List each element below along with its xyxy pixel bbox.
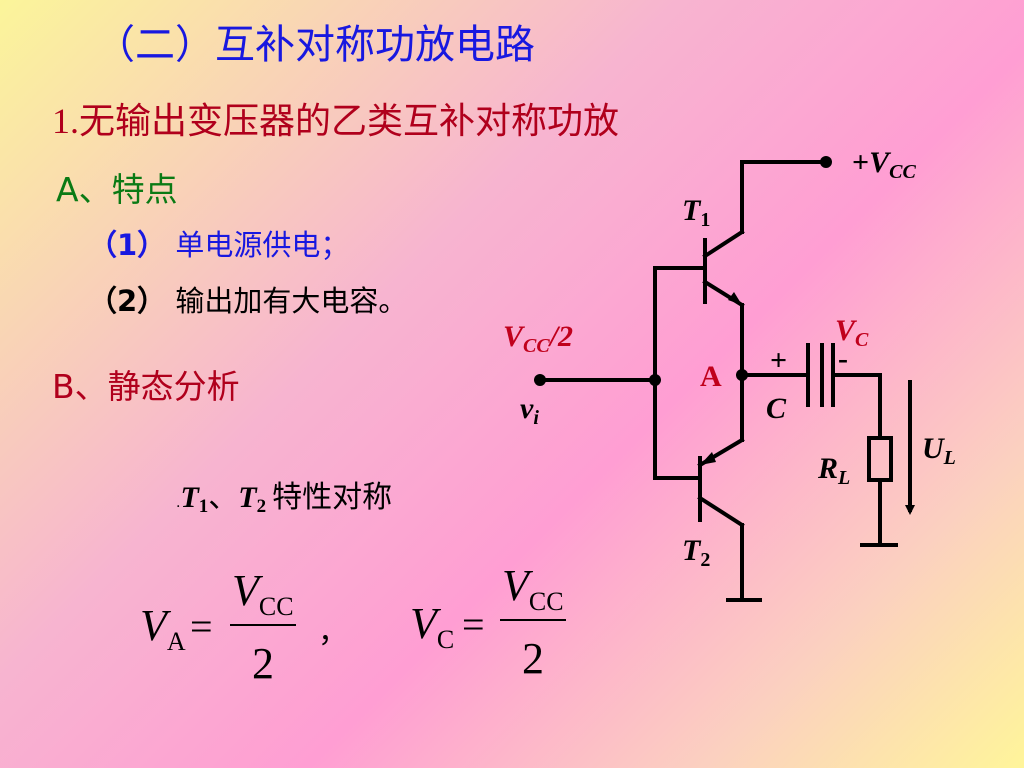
section-a-heading: A、特点 (56, 170, 178, 209)
t1-emitter-arrow-icon (728, 292, 742, 305)
t2-collector (697, 495, 745, 528)
vc-lhs: VC (410, 599, 454, 654)
va-lhs: VA (140, 601, 186, 656)
feature-item-1: （1） 单电源供电； (88, 222, 349, 264)
equation-vc: VC = VCC 2 (410, 561, 566, 683)
feature-item-2-num: （2） (88, 284, 167, 318)
node-a-junction (736, 369, 748, 381)
symmetry-t1-sub: 1 (198, 496, 209, 517)
vc-numerator: VCC (502, 561, 564, 616)
va-equals: = (190, 604, 213, 649)
vcc-label: +VCC (852, 146, 916, 183)
cap-minus-label: - (838, 342, 848, 375)
subtitle-text: 无输出变压器的乙类互补对称功放 (79, 101, 620, 142)
va-numerator: VCC (232, 566, 294, 621)
cap-label: C (766, 392, 787, 425)
symmetry-t2: T (238, 481, 257, 514)
subtitle-number: 1. (52, 101, 79, 141)
equation-va: VA = VCC 2 (140, 566, 296, 688)
base-junction (649, 374, 661, 386)
node-a-label: A (700, 360, 722, 393)
t1-collector (702, 229, 745, 259)
input-terminal (534, 374, 546, 386)
ul-label: UL (922, 432, 956, 469)
vi-label: vi (520, 392, 539, 429)
va-denominator: 2 (252, 639, 274, 688)
vcc-terminal (820, 156, 832, 168)
rl-resistor (867, 436, 893, 482)
symmetry-text: 特性对称 (272, 480, 393, 515)
symmetry-t1: T (180, 481, 199, 514)
feature-item-1-text: 单电源供电； (175, 228, 350, 262)
equation-comma: ， (318, 615, 348, 650)
subtitle: 1.无输出变压器的乙类互补对称功放 (52, 92, 619, 144)
symmetry-dot: . (176, 495, 181, 511)
feature-item-2: （2） 输出加有大电容。 (88, 278, 407, 320)
vc-label: VC (835, 314, 869, 351)
section-b-heading: B、静态分析 (52, 367, 240, 406)
symmetry-sep: 、 (208, 480, 239, 515)
half-vcc-label: VCC/2 (503, 320, 573, 357)
rl-label: RL (817, 452, 850, 489)
symmetry-t2-sub: 2 (256, 496, 267, 517)
vc-equals: = (462, 602, 485, 647)
feature-item-2-text: 输出加有大电容。 (175, 284, 408, 318)
cap-plus-label: + (770, 344, 787, 377)
t2-label: T2 (682, 534, 710, 571)
t2-emitter-arrow-icon (700, 452, 716, 465)
feature-item-1-num: （1） (88, 228, 167, 262)
t1-label: T1 (682, 194, 710, 231)
slide-title: （二）互补对称功放电路 (95, 22, 535, 68)
vc-denominator: 2 (522, 634, 544, 683)
